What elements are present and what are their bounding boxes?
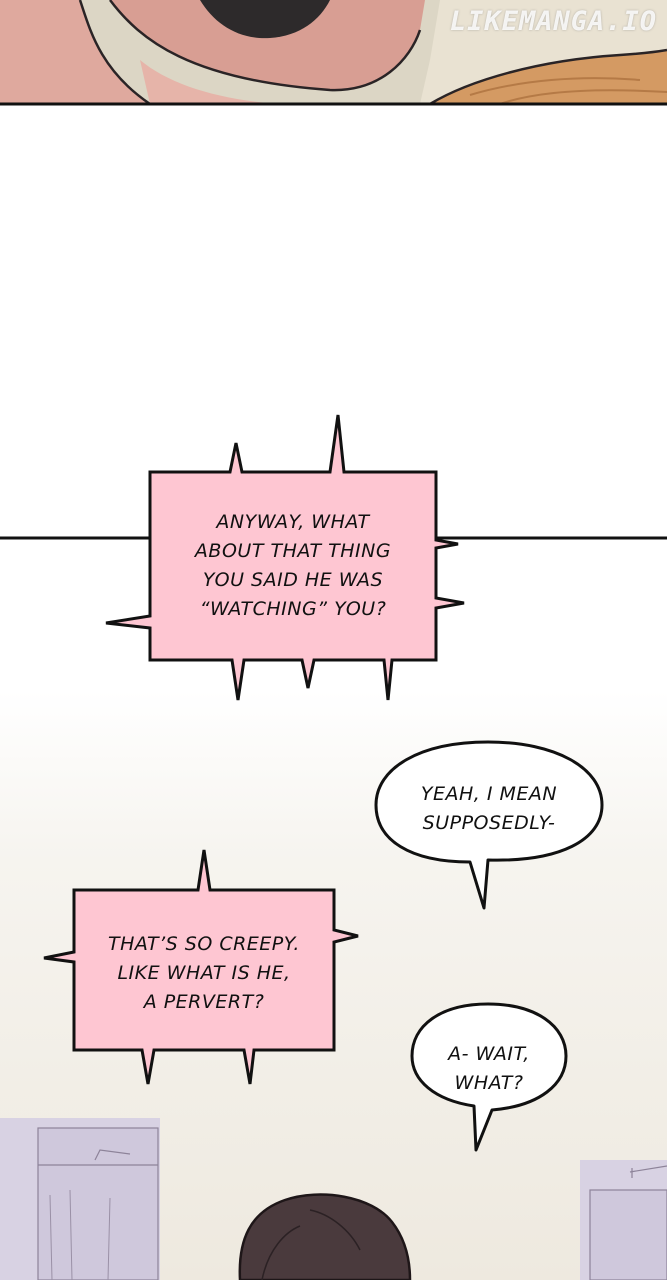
dialogue-line: “WATCHING” YOU? [199,598,387,620]
yeah-dialogue: YEAH, I MEAN SUPPOSEDLY- [376,780,602,838]
character-head [238,1193,412,1280]
top-panel [0,0,667,106]
dialogue-line: YEAH, I MEAN [420,783,558,805]
dialogue-line: ABOUT THAT THING [194,540,392,562]
dialogue-line: WHAT? [454,1072,524,1094]
creepy-dialogue: THAT’S SO CREEPY. LIKE WHAT IS HE, A PER… [74,930,334,1017]
dialogue-line: SUPPOSEDLY- [422,812,556,834]
speech-bubble-yeah [374,740,604,910]
dialogue-line: YOU SAID HE WAS [202,569,384,591]
dialogue-line: A PERVERT? [143,991,265,1013]
pink-box-creepy [43,849,359,1085]
anyway-dialogue: ANYWAY, WHAT ABOUT THAT THING YOU SAID H… [150,508,436,624]
speech-bubble-wait [410,1002,568,1152]
pink-box-anyway [105,414,465,701]
dialogue-line: A- WAIT, [448,1043,530,1065]
dialogue-line: ANYWAY, WHAT [216,511,370,533]
watermark-text: LIKEMANGA.IO [449,6,657,37]
dialogue-line: LIKE WHAT IS HE, [117,962,291,984]
dialogue-line: THAT’S SO CREEPY. [108,933,300,955]
wait-dialogue: A- WAIT, WHAT? [412,1040,566,1098]
background-room [0,1118,667,1280]
